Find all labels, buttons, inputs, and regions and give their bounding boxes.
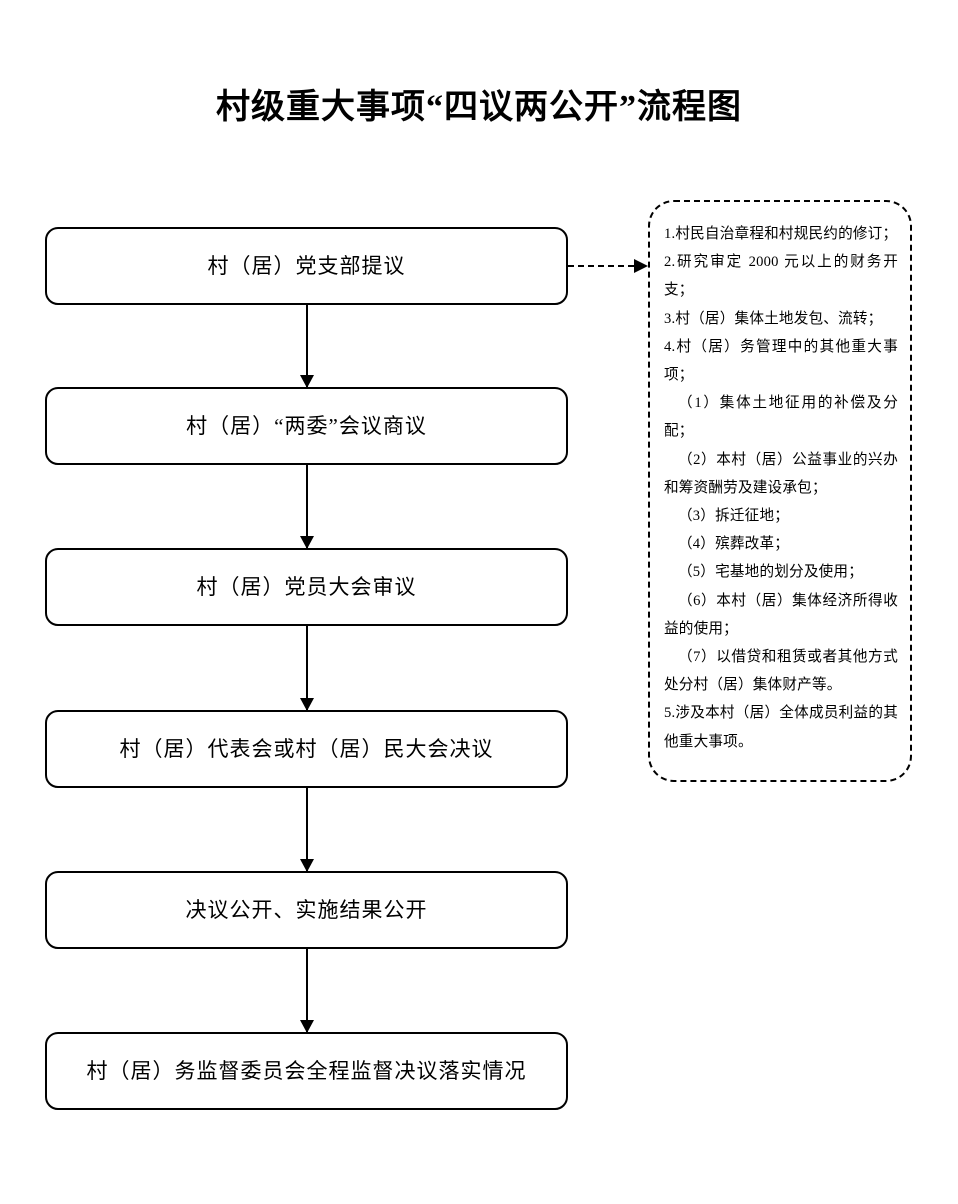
arrow-head-icon: [300, 859, 314, 872]
note-item: （5）宅基地的划分及使用；: [678, 564, 864, 581]
flow-box-label: 决议公开、实施结果公开: [185, 898, 428, 922]
flow-box-4[interactable]: 村（居）代表会或村（居）民大会决议: [45, 710, 568, 788]
note-item: 5.涉及本村（居）全体成员利益的其他重大事项。: [664, 705, 898, 750]
connector-line: [306, 305, 308, 387]
note-item: （1）集体土地征用的补偿及分配；: [664, 395, 898, 440]
note-item: 4.村（居）务管理中的其他重大事项；: [664, 338, 898, 384]
flow-box-label: 村（居）党支部提议: [207, 254, 406, 278]
dashed-arrow-to-note-panel: [568, 259, 648, 273]
flow-box-label: 村（居）务监督委员会全程监督决议落实情况: [86, 1059, 527, 1083]
dashed-arrow-line: [568, 265, 634, 267]
flow-box-label: 村（居）党员大会审议: [196, 575, 417, 599]
note-list: 1.村民自治章程和村规民约的修订； 2.研究审定 2000 元以上的财务开支； 3.…: [664, 220, 898, 756]
note-item: （4）殡葬改革；: [678, 536, 790, 553]
page-title: 村级重大事项“四议两公开”流程图: [216, 89, 742, 126]
note-item: （2）本村（居）公益事业的兴办和筹资酬劳及建设承包；: [664, 451, 898, 496]
connector-line: [306, 465, 308, 548]
flow-connector-1-to-2: [300, 305, 314, 388]
note-item: 2.研究审定 2000 元以上的财务开支；: [664, 254, 898, 299]
flow-box-3[interactable]: 村（居）党员大会审议: [45, 548, 568, 626]
flow-connector-3-to-4: [300, 626, 314, 711]
connector-line: [306, 788, 308, 871]
flow-box-6[interactable]: 村（居）务监督委员会全程监督决议落实情况: [45, 1032, 568, 1110]
arrow-head-icon: [300, 536, 314, 549]
flow-box-1[interactable]: 村（居）党支部提议: [45, 227, 568, 305]
flow-box-5[interactable]: 决议公开、实施结果公开: [45, 871, 568, 949]
note-item: （7）以借贷和租赁或者其他方式处分村（居）集体财产等。: [664, 649, 898, 694]
flow-box-label: 村（居）“两委”会议商议: [186, 414, 427, 438]
arrow-head-icon: [300, 1020, 314, 1033]
flow-connector-5-to-6: [300, 949, 314, 1033]
flow-box-2[interactable]: 村（居）“两委”会议商议: [45, 387, 568, 465]
flow-box-label: 村（居）代表会或村（居）民大会决议: [119, 737, 494, 761]
dashed-arrow-head-icon: [634, 259, 648, 273]
flow-connector-4-to-5: [300, 788, 314, 872]
arrow-head-icon: [300, 375, 314, 388]
note-item: 3.村（居）集体土地发包、流转；: [664, 310, 883, 327]
note-item: 1.村民自治章程和村规民约的修订；: [664, 226, 898, 242]
note-item: （6）本村（居）集体经济所得收益的使用；: [664, 592, 898, 637]
arrow-head-icon: [300, 698, 314, 711]
note-panel: 1.村民自治章程和村规民约的修订； 2.研究审定 2000 元以上的财务开支； 3.…: [648, 200, 912, 782]
connector-line: [306, 949, 308, 1032]
flow-connector-2-to-3: [300, 465, 314, 549]
note-item: （3）拆迁征地；: [678, 508, 790, 525]
connector-line: [306, 626, 308, 710]
